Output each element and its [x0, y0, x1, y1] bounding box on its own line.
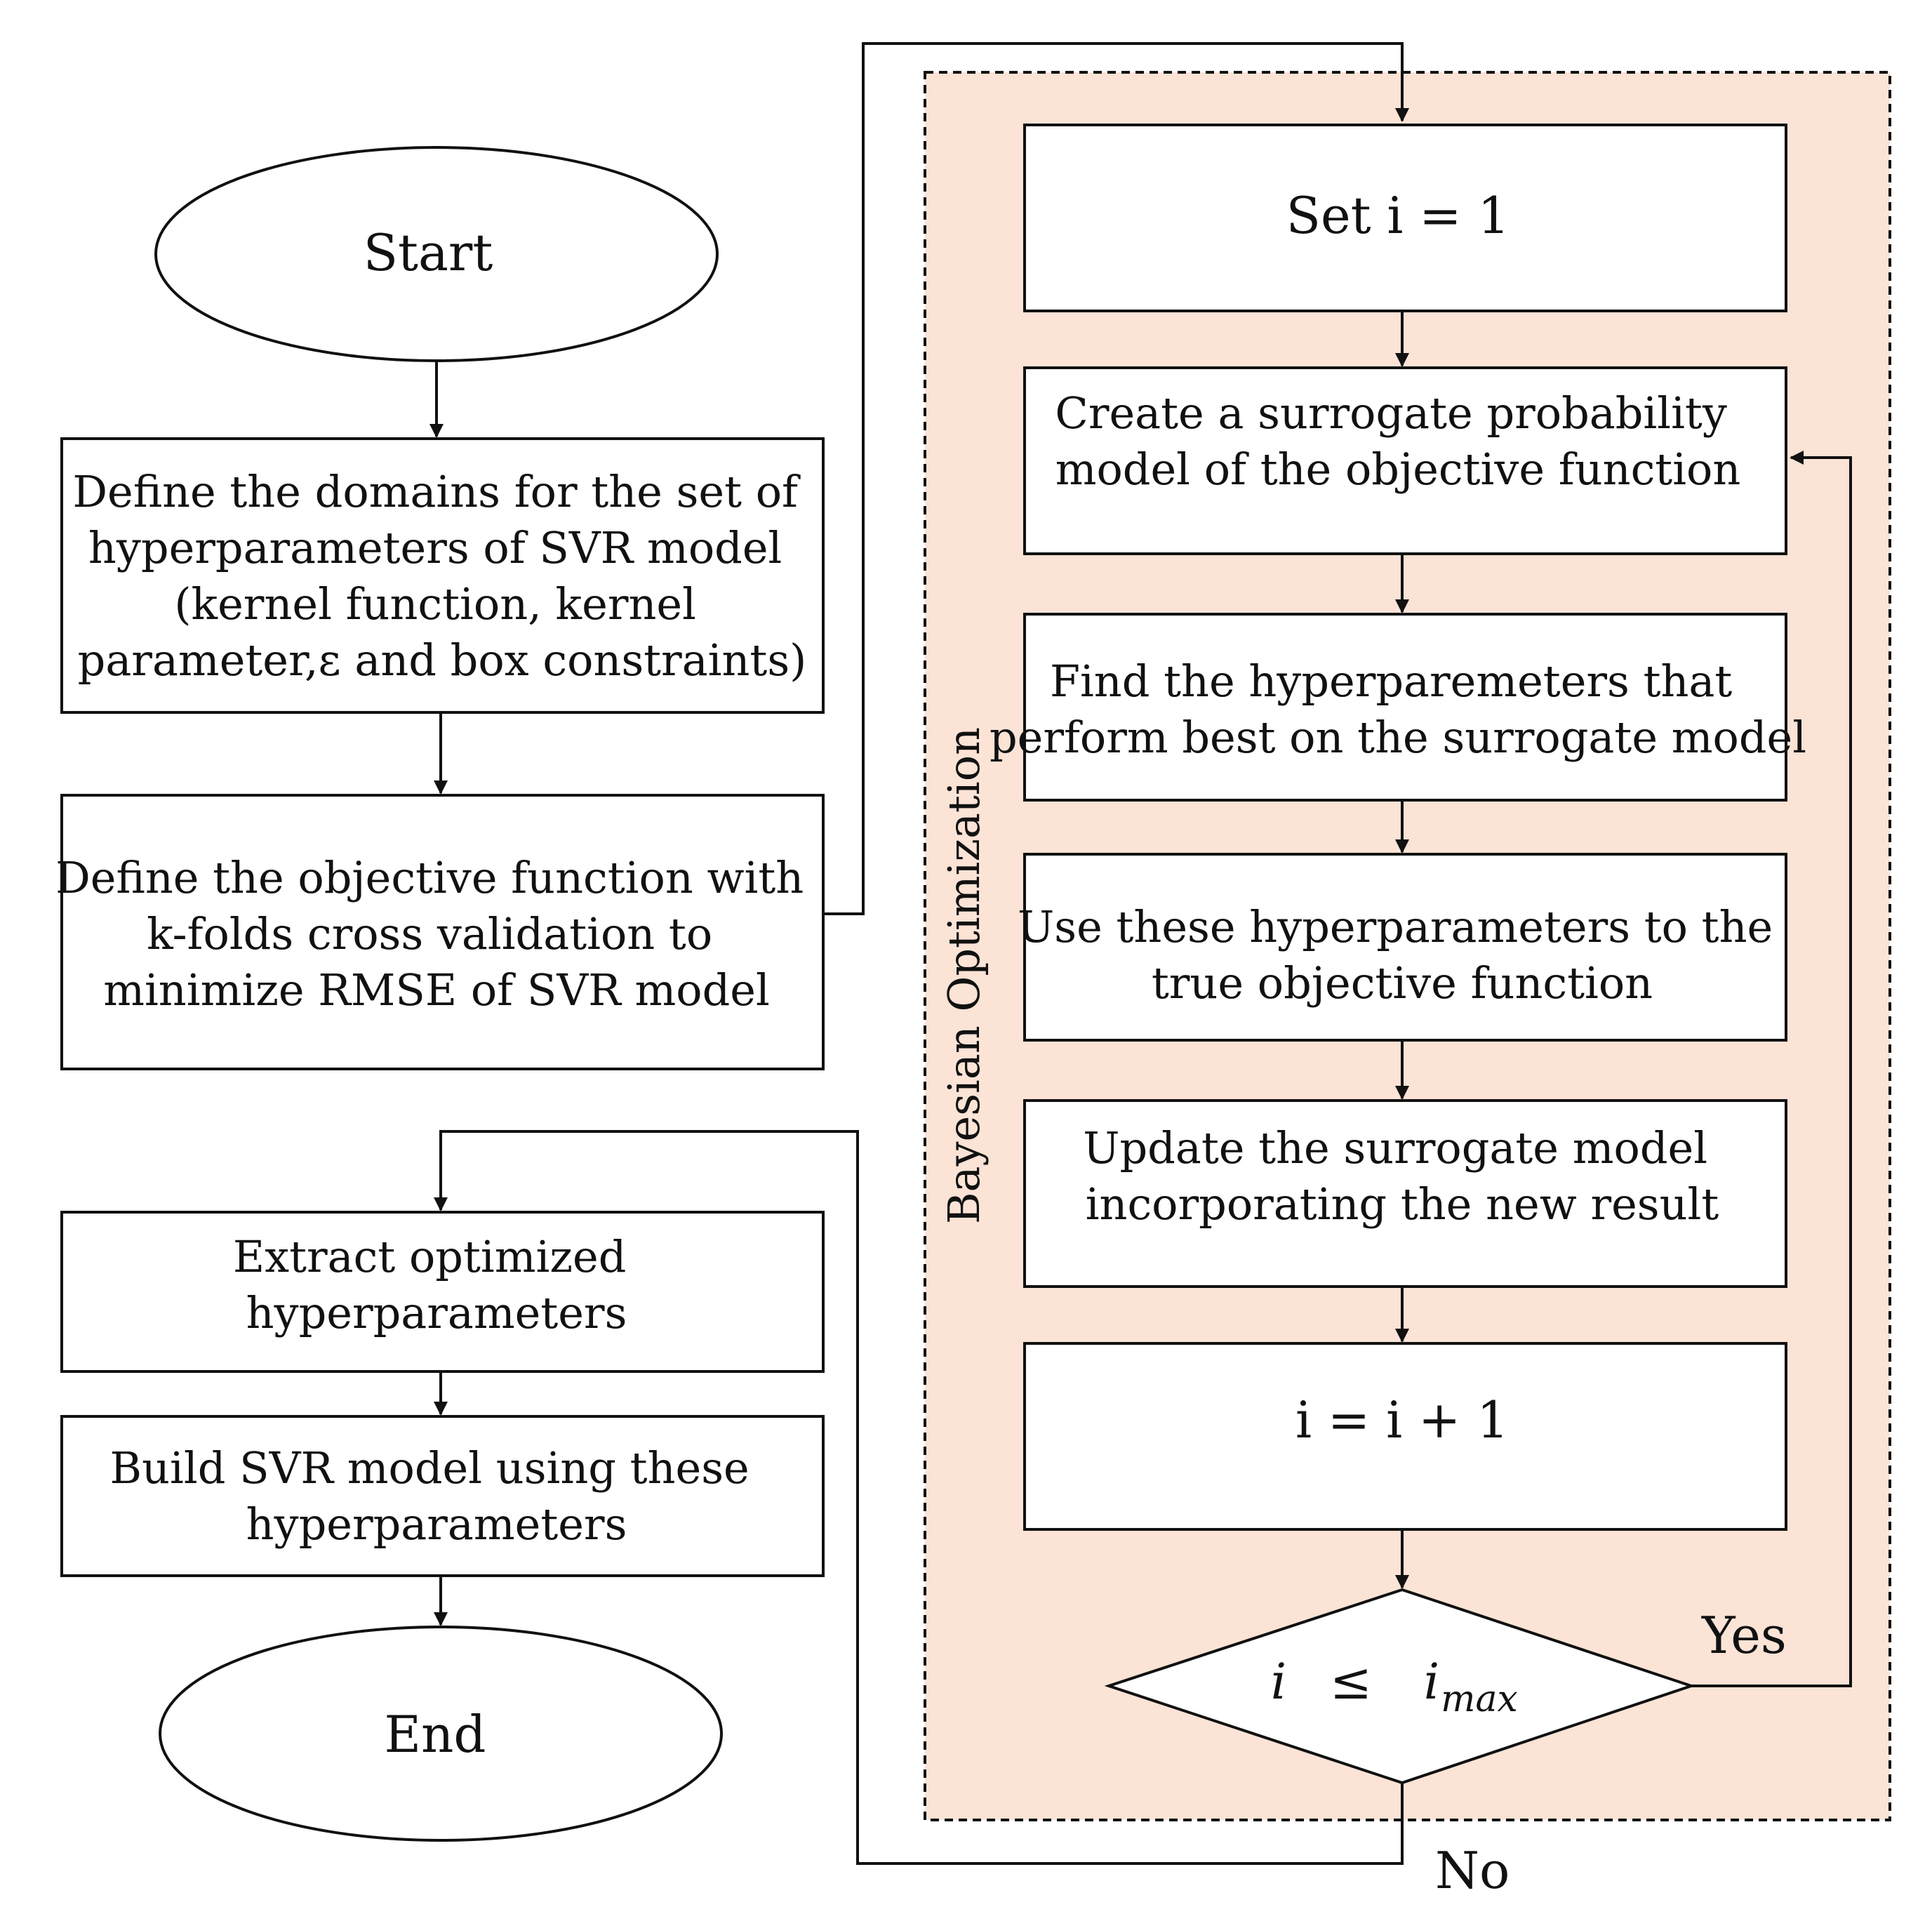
build-box: Build SVR model using these hyperparamet… — [60, 1415, 825, 1577]
update-line-1: Update the surrogate model — [1083, 1122, 1707, 1174]
decision-rhs-subscript: max — [1441, 1678, 1518, 1720]
define-objective-line-1: Define the objective function with — [55, 852, 804, 903]
define-domains-line-3: (kernel function, kernel — [174, 578, 696, 630]
arrow-objective-to-set-i — [823, 42, 1409, 915]
surrogate-line-1: Create a surrogate probability — [1055, 387, 1726, 439]
increment-label: i = i + 1 — [1295, 1390, 1509, 1449]
svg-text:Extract optimized hyperp: Extract optimized hyperparameters — [233, 1231, 640, 1338]
svg-text:Update the surrogate model: Update the surrogate model incorporating… — [1083, 1122, 1721, 1230]
end-label: End — [384, 1705, 486, 1764]
decision-lhs: i — [1271, 1653, 1286, 1710]
define-objective-box: Define the objective function with k-fol… — [55, 794, 825, 1070]
define-objective-line-3: minimize RMSE of SVR model — [103, 964, 770, 1016]
build-line-2: hyperparameters — [246, 1499, 627, 1550]
set-i-box: Set i = 1 — [1023, 124, 1787, 312]
bayesian-optimization-label: Bayesian Optimization — [938, 727, 990, 1224]
find-line-1: Find the hyperparemeters that — [1050, 656, 1732, 707]
find-line-2: perform best on the surrogate model — [990, 712, 1806, 763]
use-line-2: true objective function — [1152, 957, 1653, 1009]
find-box: Find the hyperparemeters that perform be… — [990, 613, 1806, 802]
svg-text:Find the hyperparemeters that: Find the hyperparemeters that perform be… — [990, 656, 1806, 763]
use-line-1: Use these hyperparameters to the — [1018, 901, 1773, 952]
define-domains-line-2: hyperparameters of SVR model — [88, 522, 782, 573]
arrow-no-path — [434, 1130, 1404, 1865]
extract-box: Extract optimized hyperparameters — [60, 1211, 825, 1373]
extract-line-1: Extract optimized — [233, 1231, 627, 1282]
decision-rhs: i — [1424, 1653, 1439, 1710]
build-line-1: Build SVR model using these — [110, 1442, 750, 1494]
define-domains-line-4: parameter,ε and box constraints) — [78, 634, 807, 686]
surrogate-box: Create a surrogate probability model of … — [1023, 366, 1787, 555]
update-box: Update the surrogate model incorporating… — [1023, 1099, 1787, 1288]
end-node: End — [159, 1626, 723, 1842]
no-label: No — [1435, 1841, 1510, 1900]
increment-box: i = i + 1 — [1023, 1342, 1787, 1531]
svg-text:Define the objective function: Define the objective function with k-fol… — [55, 852, 818, 1016]
svg-text:Use these hyperparameters to t: Use these hyperparameters to the true ob… — [1018, 901, 1787, 1009]
extract-line-2: hyperparameters — [246, 1287, 627, 1338]
start-node: Start — [154, 146, 719, 362]
set-i-label: Set i = 1 — [1286, 186, 1510, 245]
start-label: Start — [364, 223, 493, 282]
decision-op: ≤ — [1330, 1652, 1372, 1710]
svg-text:Build SVR model using these: Build SVR model using these hyperparamet… — [110, 1442, 764, 1550]
update-line-2: incorporating the new result — [1086, 1178, 1719, 1230]
svg-text:Create a surrogate probability: Create a surrogate probability model of … — [1055, 387, 1740, 495]
use-box: Use these hyperparameters to the true ob… — [1018, 853, 1787, 1042]
arrow-yes-loop — [1691, 451, 1852, 1687]
yes-label: Yes — [1701, 1606, 1787, 1665]
define-domains-box: Define the domains for the set of hyperp… — [60, 437, 825, 714]
define-objective-line-2: k-folds cross validation to — [147, 908, 712, 959]
svg-text:Define the domains for the set: Define the domains for the set of hyperp… — [72, 466, 811, 686]
surrogate-line-2: model of the objective function — [1055, 444, 1741, 495]
define-domains-line-1: Define the domains for the set of — [72, 466, 801, 517]
